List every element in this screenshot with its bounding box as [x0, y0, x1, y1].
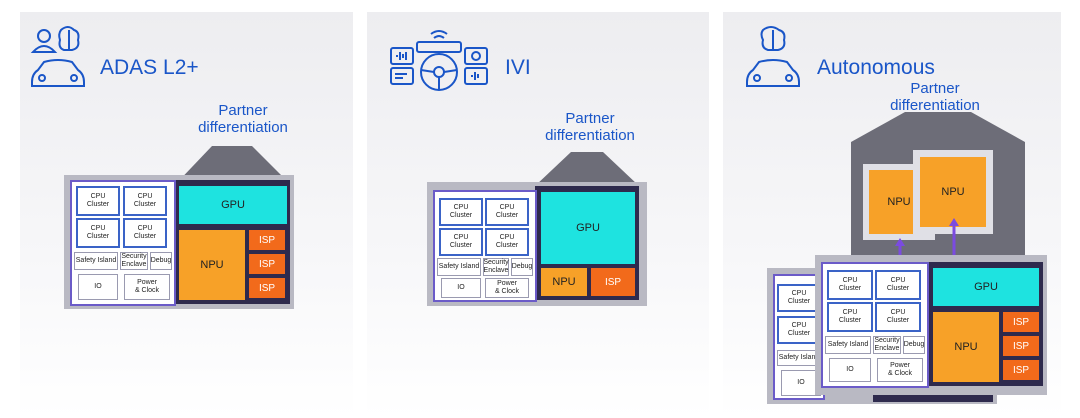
npu-block: NPU [179, 230, 245, 300]
debug-block: Debug [903, 336, 925, 354]
cpu-cluster: CPU Cluster [827, 302, 873, 332]
cpu-cluster: CPU Cluster [439, 198, 483, 226]
cpu-cluster: CPU Cluster [76, 186, 120, 216]
npu-block: NPU [920, 157, 986, 227]
partner-differentiation-label: Partner differentiation [890, 80, 980, 114]
isp-block: ISP [1003, 312, 1039, 332]
driver-brain-car-icon [30, 26, 85, 87]
cpu-cluster: CPU Cluster [485, 198, 529, 226]
cpu-cluster: CPU Cluster [485, 228, 529, 256]
isp-block: ISP [1003, 336, 1039, 356]
gpu-block: GPU [179, 186, 287, 224]
isp-block: ISP [1003, 360, 1039, 380]
debug-block: Debug [150, 252, 172, 270]
power-clock-block: Power & Clock [124, 274, 170, 300]
cpu-cluster: CPU Cluster [123, 186, 167, 216]
cpu-cluster: CPU Cluster [875, 302, 921, 332]
panel-autonomous: Autonomous Partner differentiation NPU N… [723, 12, 1061, 418]
panel-adas: ADAS L2+ Partner differentiation CPU Clu… [20, 12, 353, 418]
partner-roof [535, 152, 639, 186]
panel-title: ADAS L2+ [100, 56, 199, 79]
panel-title: IVI [505, 56, 531, 79]
cpu-cluster: CPU Cluster [827, 270, 873, 300]
cpu-cluster: CPU Cluster [123, 218, 167, 248]
isp-block: ISP [591, 268, 635, 296]
gpu-block: GPU [541, 192, 635, 264]
cpu-cluster: CPU Cluster [875, 270, 921, 300]
debug-block: Debug [511, 258, 533, 276]
isp-block: ISP [249, 254, 285, 274]
isp-block: ISP [249, 278, 285, 298]
infotainment-dashboard-icon [390, 30, 488, 91]
brain-car-icon [746, 26, 800, 87]
arrow-icon [949, 218, 959, 258]
power-clock-block: Power & Clock [485, 278, 529, 298]
security-enclave: Security Enclave [120, 252, 148, 270]
partner-differentiation-label: Partner differentiation [545, 110, 635, 144]
partner-differentiation-label: Partner differentiation [198, 102, 288, 136]
cpu-cluster: CPU Cluster [777, 284, 821, 312]
npu-block: NPU [933, 312, 999, 382]
cpu-cluster: CPU Cluster [76, 218, 120, 248]
cpu-cluster: CPU Cluster [439, 228, 483, 256]
security-enclave: Security Enclave [483, 258, 509, 276]
isp-block: ISP [249, 230, 285, 250]
io-block: IO [781, 370, 821, 396]
power-clock-block: Power & Clock [877, 358, 923, 382]
gpu-block: GPU [933, 268, 1039, 306]
security-enclave: Security Enclave [873, 336, 901, 354]
cpu-cluster: CPU Cluster [777, 316, 821, 344]
safety-island: Safety Island [74, 252, 118, 270]
io-block: IO [829, 358, 871, 382]
panel-ivi: IVI Partner differentiation CPU Cluster … [367, 12, 709, 418]
npu-block: NPU [541, 268, 587, 296]
io-block: IO [441, 278, 481, 298]
panel-title: Autonomous [817, 56, 935, 79]
io-block: IO [78, 274, 118, 300]
safety-island: Safety Island [825, 336, 871, 354]
safety-island: Safety Island [437, 258, 481, 276]
